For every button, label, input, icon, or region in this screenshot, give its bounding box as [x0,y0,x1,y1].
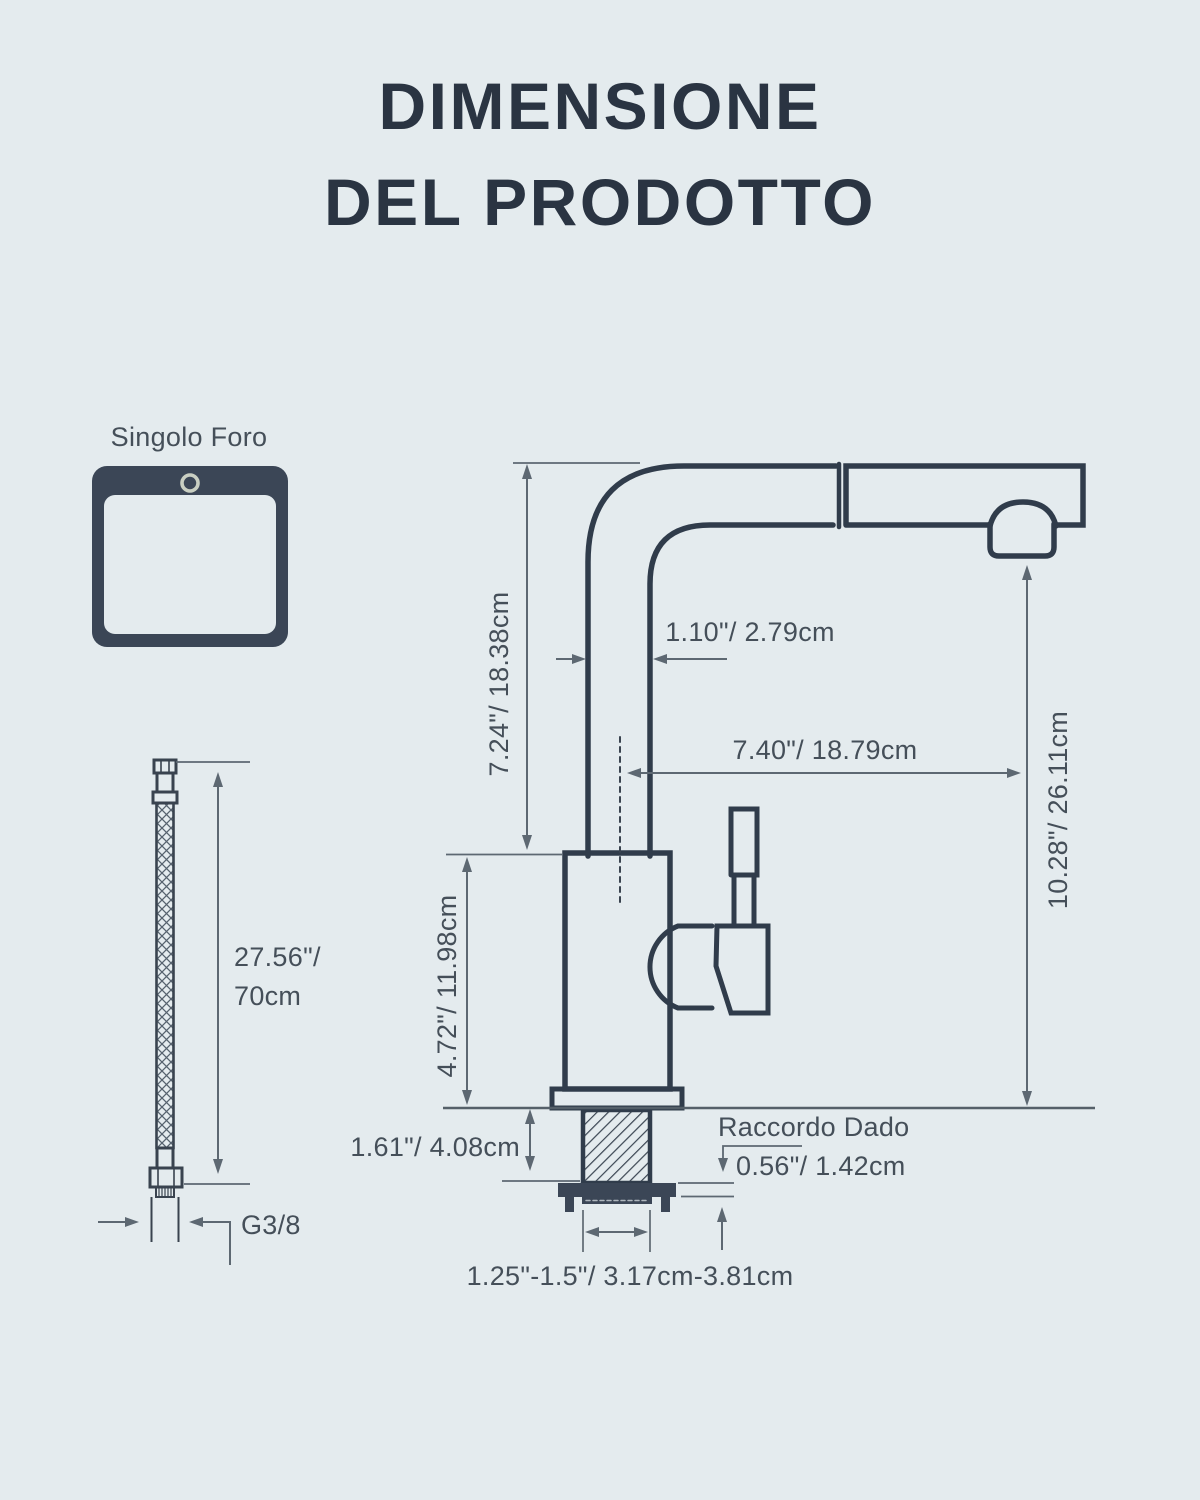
dim-spout-reach-label: 7.40"/ 18.79cm [732,735,918,765]
dim-pipe-width-label: 1.10"/ 2.79cm [665,617,835,647]
hose-hex-nut [148,1166,184,1189]
handle-base [713,923,771,1016]
mounting-nut [558,1183,676,1197]
dim-nut-height-label: 0.56"/ 1.42cm [736,1151,906,1181]
sink-plate-drawing [92,466,288,647]
dim-hole-size-label: 1.25"-1.5"/ 3.17cm-3.81cm [466,1261,794,1291]
page-title: DIMENSIONE DEL PRODOTTO [0,58,1200,250]
dimension-annotations [98,462,1095,1265]
sink-plate-inner [104,495,276,634]
nut-label: Raccordo Dado [718,1112,910,1142]
hose-length-inches-label: 27.56"/ [234,942,321,972]
faucet-base-flange [549,1086,685,1111]
pullout-spray-head [843,463,1086,528]
dim-body-height-label: 4.72"/ 11.98cm [432,894,462,1078]
dim-spout-height-label: 7.24"/ 18.38cm [484,591,514,777]
sink-plate-label: Singolo Foro [110,422,268,452]
aerator-tip [987,521,1057,559]
page-title-line2: DEL PRODOTTO [324,165,876,239]
handle-lever [728,806,760,878]
supply-hose-drawing [148,758,184,1242]
dim-overall-height-label: 10.28"/ 26.11cm [1043,710,1073,910]
handle-cam [647,923,715,1011]
hose-thread-size-label: G3/8 [241,1210,301,1240]
braided-hose [155,801,175,1150]
hose-length-cm-label: 70cm [234,981,302,1011]
spout-inner-edge [647,522,836,859]
dim-deck-thickness-label: 1.61"/ 4.08cm [350,1132,520,1162]
threaded-shank [580,1107,653,1186]
faucet-body [562,850,673,1092]
spout-outer-edge [585,463,839,859]
faucet-hole-icon [180,473,200,493]
faucet-drawing [549,461,1086,1212]
page-title-line1: DIMENSIONE [378,69,822,143]
